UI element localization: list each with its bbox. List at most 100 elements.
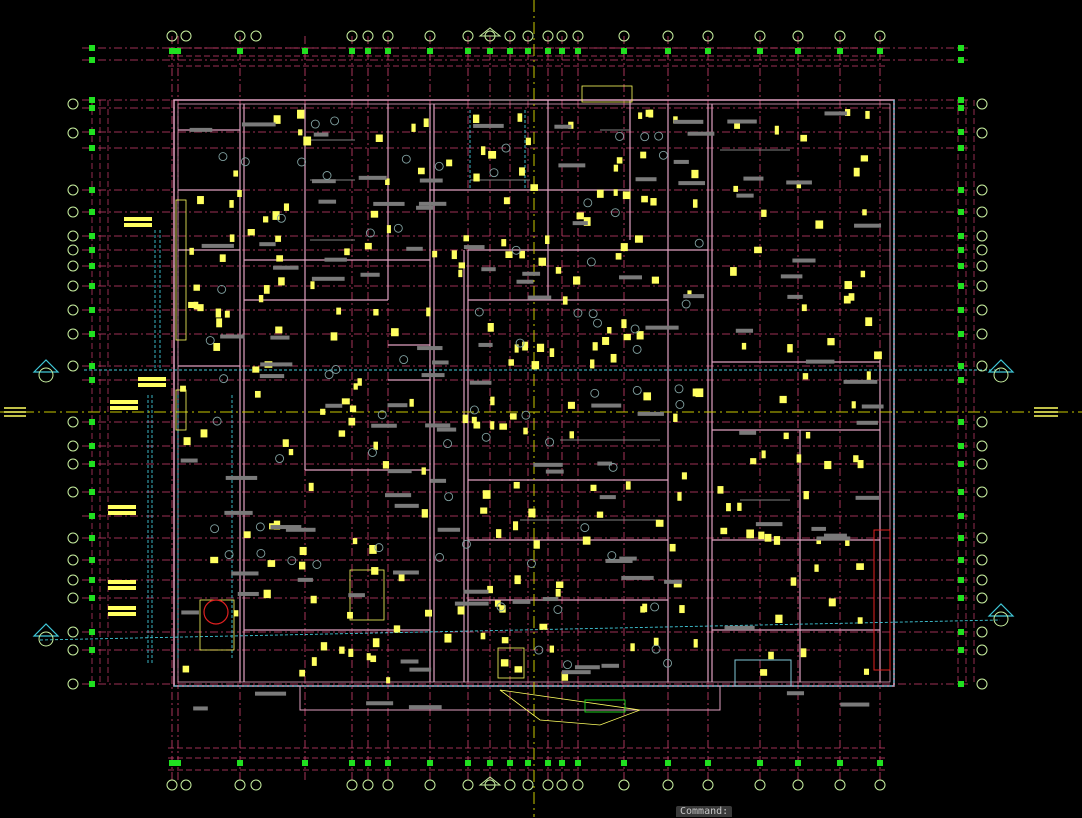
gray-text-label bbox=[687, 131, 715, 136]
detail-bubble bbox=[553, 605, 563, 614]
gray-text-label bbox=[545, 469, 564, 474]
green-tick bbox=[487, 48, 493, 54]
command-prompt: Command: bbox=[680, 806, 729, 817]
green-tick bbox=[302, 48, 308, 54]
grid-bubble-bottom bbox=[834, 779, 846, 791]
grid-bubble-bottom bbox=[792, 779, 804, 791]
yellow-marker bbox=[366, 653, 371, 661]
grid-bubble-right bbox=[976, 206, 988, 218]
gray-text-label bbox=[619, 556, 637, 561]
yellow-marker bbox=[741, 342, 747, 350]
grid-bubble-top bbox=[382, 30, 394, 42]
yellow-marker bbox=[514, 666, 523, 673]
yellow-marker bbox=[814, 564, 819, 572]
yellow-text-label bbox=[110, 400, 138, 404]
yellow-marker bbox=[215, 308, 222, 318]
grid-bubble-bottom bbox=[382, 779, 394, 791]
yellow-marker bbox=[717, 486, 724, 494]
yellow-marker bbox=[462, 414, 469, 424]
yellow-marker bbox=[417, 167, 425, 175]
yellow-marker bbox=[760, 669, 768, 676]
gray-text-label bbox=[843, 379, 878, 384]
yellow-marker bbox=[796, 454, 802, 463]
gray-text-label bbox=[727, 119, 757, 124]
grid-bubble-left bbox=[67, 244, 79, 256]
north-marker-bottom bbox=[478, 776, 502, 786]
green-tick bbox=[665, 760, 671, 766]
yellow-marker bbox=[768, 651, 774, 660]
yellow-marker bbox=[525, 137, 531, 146]
yellow-marker bbox=[348, 648, 354, 657]
gray-text-label bbox=[237, 591, 259, 596]
detail-bubble bbox=[324, 370, 334, 380]
grid-bubble-left bbox=[67, 554, 79, 566]
gray-text-label bbox=[861, 404, 884, 409]
yellow-marker bbox=[514, 344, 519, 353]
circular-stair bbox=[203, 599, 229, 625]
yellow-marker bbox=[545, 235, 550, 245]
yellow-marker bbox=[330, 332, 338, 341]
yellow-marker bbox=[573, 276, 581, 285]
yellow-marker bbox=[370, 210, 379, 218]
green-tick bbox=[958, 595, 964, 601]
green-tick bbox=[705, 760, 711, 766]
green-tick bbox=[507, 760, 513, 766]
yellow-marker bbox=[677, 492, 682, 501]
gray-text-label bbox=[673, 119, 704, 124]
yellow-marker bbox=[499, 423, 507, 430]
green-tick bbox=[89, 461, 95, 467]
yellow-text-label bbox=[108, 580, 136, 584]
yellow-marker bbox=[369, 544, 377, 554]
yellow-marker bbox=[824, 460, 832, 470]
yellow-marker bbox=[613, 189, 618, 196]
green-tick bbox=[89, 187, 95, 193]
yellow-marker bbox=[512, 521, 519, 531]
yellow-marker bbox=[866, 371, 871, 380]
yellow-marker bbox=[347, 611, 353, 619]
gray-text-label bbox=[325, 403, 343, 408]
grid-bubble-right bbox=[976, 678, 988, 690]
yellow-marker bbox=[458, 262, 465, 269]
green-tick bbox=[237, 48, 243, 54]
grid-bubble-top bbox=[522, 30, 534, 42]
gray-text-label bbox=[855, 495, 879, 500]
detail-bubble bbox=[443, 439, 453, 449]
yellow-marker bbox=[267, 560, 276, 567]
stair-block bbox=[175, 389, 187, 431]
gray-text-label bbox=[673, 159, 689, 164]
yellow-marker bbox=[252, 366, 260, 373]
yellow-marker bbox=[357, 378, 362, 386]
grid-bubble-right bbox=[976, 280, 988, 292]
detail-bubble bbox=[255, 522, 265, 532]
section-marker-bubble bbox=[38, 631, 54, 647]
gray-text-label bbox=[558, 163, 586, 168]
yellow-marker bbox=[508, 359, 514, 366]
green-tick bbox=[89, 105, 95, 111]
yellow-marker bbox=[651, 276, 660, 284]
grid-bubble-right bbox=[976, 416, 988, 428]
yellow-marker bbox=[229, 200, 234, 208]
yellow-text-label bbox=[138, 377, 166, 381]
green-tick bbox=[365, 48, 371, 54]
green-tick bbox=[877, 760, 883, 766]
green-tick bbox=[958, 629, 964, 635]
yellow-text-label bbox=[108, 606, 136, 610]
yellow-marker bbox=[851, 401, 856, 409]
detail-bubble bbox=[675, 400, 685, 409]
grid-bubble-bottom bbox=[702, 779, 714, 791]
detail-bubble bbox=[593, 318, 602, 328]
grid-bubble-bottom bbox=[874, 779, 886, 791]
yellow-marker bbox=[790, 577, 797, 586]
yellow-marker bbox=[530, 184, 538, 191]
gray-text-label bbox=[400, 659, 419, 664]
command-line[interactable]: Command: bbox=[676, 806, 733, 817]
yellow-marker bbox=[473, 421, 481, 429]
green-tick bbox=[621, 760, 627, 766]
yellow-marker bbox=[364, 242, 372, 250]
yellow-text-label bbox=[108, 505, 136, 509]
gray-text-label bbox=[201, 243, 234, 248]
green-tick bbox=[958, 145, 964, 151]
grid-bubble-left bbox=[67, 678, 79, 690]
